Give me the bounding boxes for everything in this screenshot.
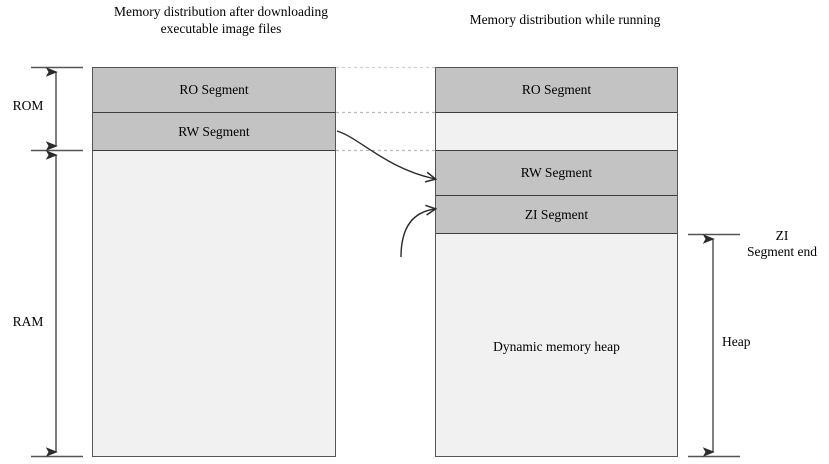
arrow-rw-relocation — [336, 130, 435, 179]
left-segment-empty — [93, 151, 335, 456]
left-memory-block: RO Segment RW Segment — [92, 67, 336, 457]
right-segment-ro: RO Segment — [436, 68, 677, 113]
right-segment-zi: ZI Segment — [436, 196, 677, 234]
axis-label-heap: Heap — [722, 334, 751, 349]
left-segment-ro: RO Segment — [93, 68, 335, 113]
right-segment-heap: Dynamic memory heap — [436, 234, 677, 456]
measure-axis-ram — [31, 150, 83, 458]
relocation-arrows — [336, 130, 435, 258]
arrow-zi-creation — [400, 209, 435, 258]
right-segment-gap — [436, 113, 677, 151]
right-memory-block: RO Segment RW Segment ZI Segment Dynamic… — [435, 67, 678, 457]
right-segment-zi-label: ZI Segment — [524, 206, 589, 222]
guide-lines — [336, 66, 436, 152]
axis-label-ram: RAM — [12, 314, 44, 329]
right-segment-rw: RW Segment — [436, 151, 677, 196]
right-segment-rw-label: RW Segment — [520, 165, 593, 180]
axis-label-rom: ROM — [12, 98, 44, 113]
left-segment-rw: RW Segment — [93, 113, 335, 151]
right-segment-ro-label: RO Segment — [521, 82, 592, 97]
left-segment-ro-label: RO Segment — [179, 82, 249, 97]
left-segment-rw-label: RW Segment — [178, 123, 250, 139]
left-diagram-title: Memory distribution after downloading ex… — [113, 4, 329, 36]
right-diagram-title: Memory distribution while running — [469, 12, 661, 27]
right-segment-heap-label: Dynamic memory heap — [493, 339, 620, 354]
axis-label-zi-segment-end: ZI Segment end — [746, 228, 818, 259]
